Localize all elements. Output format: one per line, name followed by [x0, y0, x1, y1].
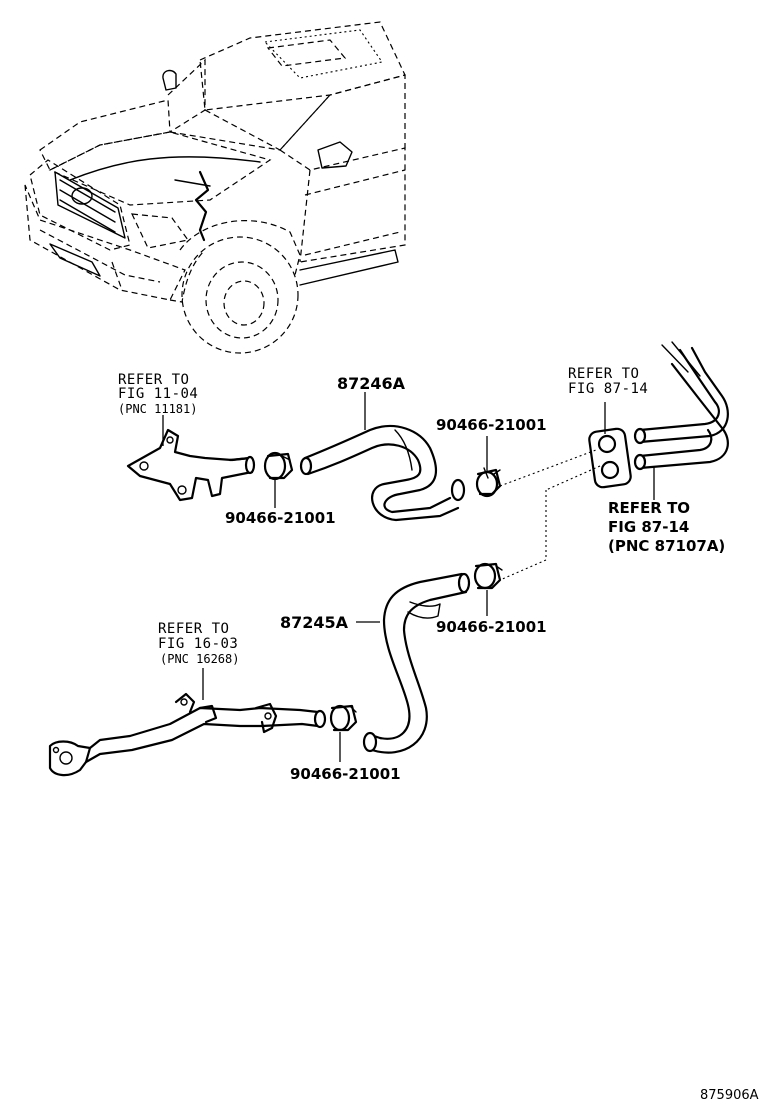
vehicle-illustration	[24, 21, 406, 354]
leader-lines	[162, 392, 655, 762]
svg-text:(PNC 11181): (PNC 11181)	[118, 402, 197, 416]
part-number-87246a: 87246A	[337, 374, 406, 393]
clamp-upper-left	[263, 451, 294, 481]
svg-text:(PNC 16268): (PNC 16268)	[160, 652, 239, 666]
part-number-clamp-upper-right: 90466-21001	[436, 416, 547, 434]
part-number-87245a: 87245A	[280, 613, 349, 632]
engine-pipe-lower	[48, 692, 327, 777]
svg-text:REFER TO: REFER TO	[158, 621, 229, 637]
svg-text:REFER TO: REFER TO	[118, 372, 189, 388]
ref-label-top-right: REFER TO FIG 87-14	[568, 366, 648, 397]
hose-87245a	[362, 572, 471, 754]
part-number-clamp-lower-left: 90466-21001	[290, 765, 401, 783]
svg-text:FIG 87-14: FIG 87-14	[568, 381, 648, 397]
part-number-clamp-upper-left: 90466-21001	[225, 509, 336, 527]
clamp-lower-left	[329, 704, 358, 732]
engine-bracket-upper	[126, 428, 256, 502]
dash-grommet	[588, 427, 632, 489]
svg-text:FIG 87-14: FIG 87-14	[608, 518, 689, 536]
clamp-upper-right	[475, 467, 502, 498]
svg-text:REFER TO: REFER TO	[568, 366, 639, 382]
illustration-number: 875906A	[700, 1088, 759, 1103]
svg-text:FIG 16-03: FIG 16-03	[158, 636, 238, 652]
svg-text:(PNC 87107A): (PNC 87107A)	[608, 537, 725, 555]
svg-text:FIG 11-04: FIG 11-04	[118, 386, 198, 402]
ref-label-right: REFER TO FIG 87-14 (PNC 87107A)	[608, 499, 725, 555]
svg-text:REFER TO: REFER TO	[608, 499, 690, 517]
heater-pipes	[633, 341, 729, 471]
clamp-lower-right	[473, 562, 503, 590]
hose-87246a	[299, 425, 466, 522]
part-number-clamp-lower-right: 90466-21001	[436, 618, 547, 636]
ref-label-top-left: REFER TO FIG 11-04 (PNC 11181)	[118, 372, 198, 416]
ref-label-bottom-left: REFER TO FIG 16-03 (PNC 16268)	[158, 621, 239, 666]
